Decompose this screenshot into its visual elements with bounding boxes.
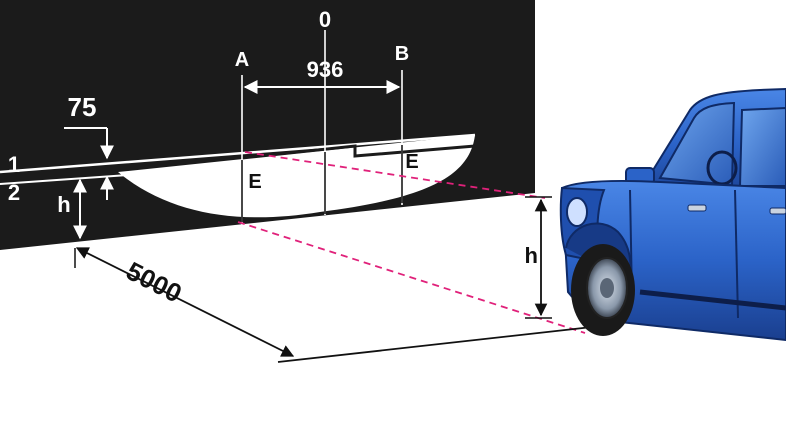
projection-line-lower [237, 221, 586, 334]
cutoff-line [241, 144, 476, 160]
line-2-label: 2 [8, 180, 20, 205]
distance-label: 5000 [122, 255, 187, 308]
car-illustration [559, 87, 786, 342]
offset-label: 75 [68, 92, 97, 122]
distance-dimension-arrow [75, 247, 295, 357]
e-left-label: E [248, 171, 261, 193]
spacing-label: 936 [307, 57, 344, 82]
beam-spot [118, 135, 475, 218]
ground-line [277, 326, 593, 363]
reference-line-1 [0, 133, 476, 174]
line-1-label: 1 [8, 152, 20, 177]
height-right-label: h [525, 243, 538, 268]
height-left-label: h [57, 192, 70, 217]
point-a-label: A [235, 49, 249, 71]
projection-line-upper [244, 151, 546, 199]
e-right-label: E [405, 151, 418, 173]
point-b-label: B [395, 43, 409, 65]
center-zero-label: 0 [319, 7, 331, 32]
